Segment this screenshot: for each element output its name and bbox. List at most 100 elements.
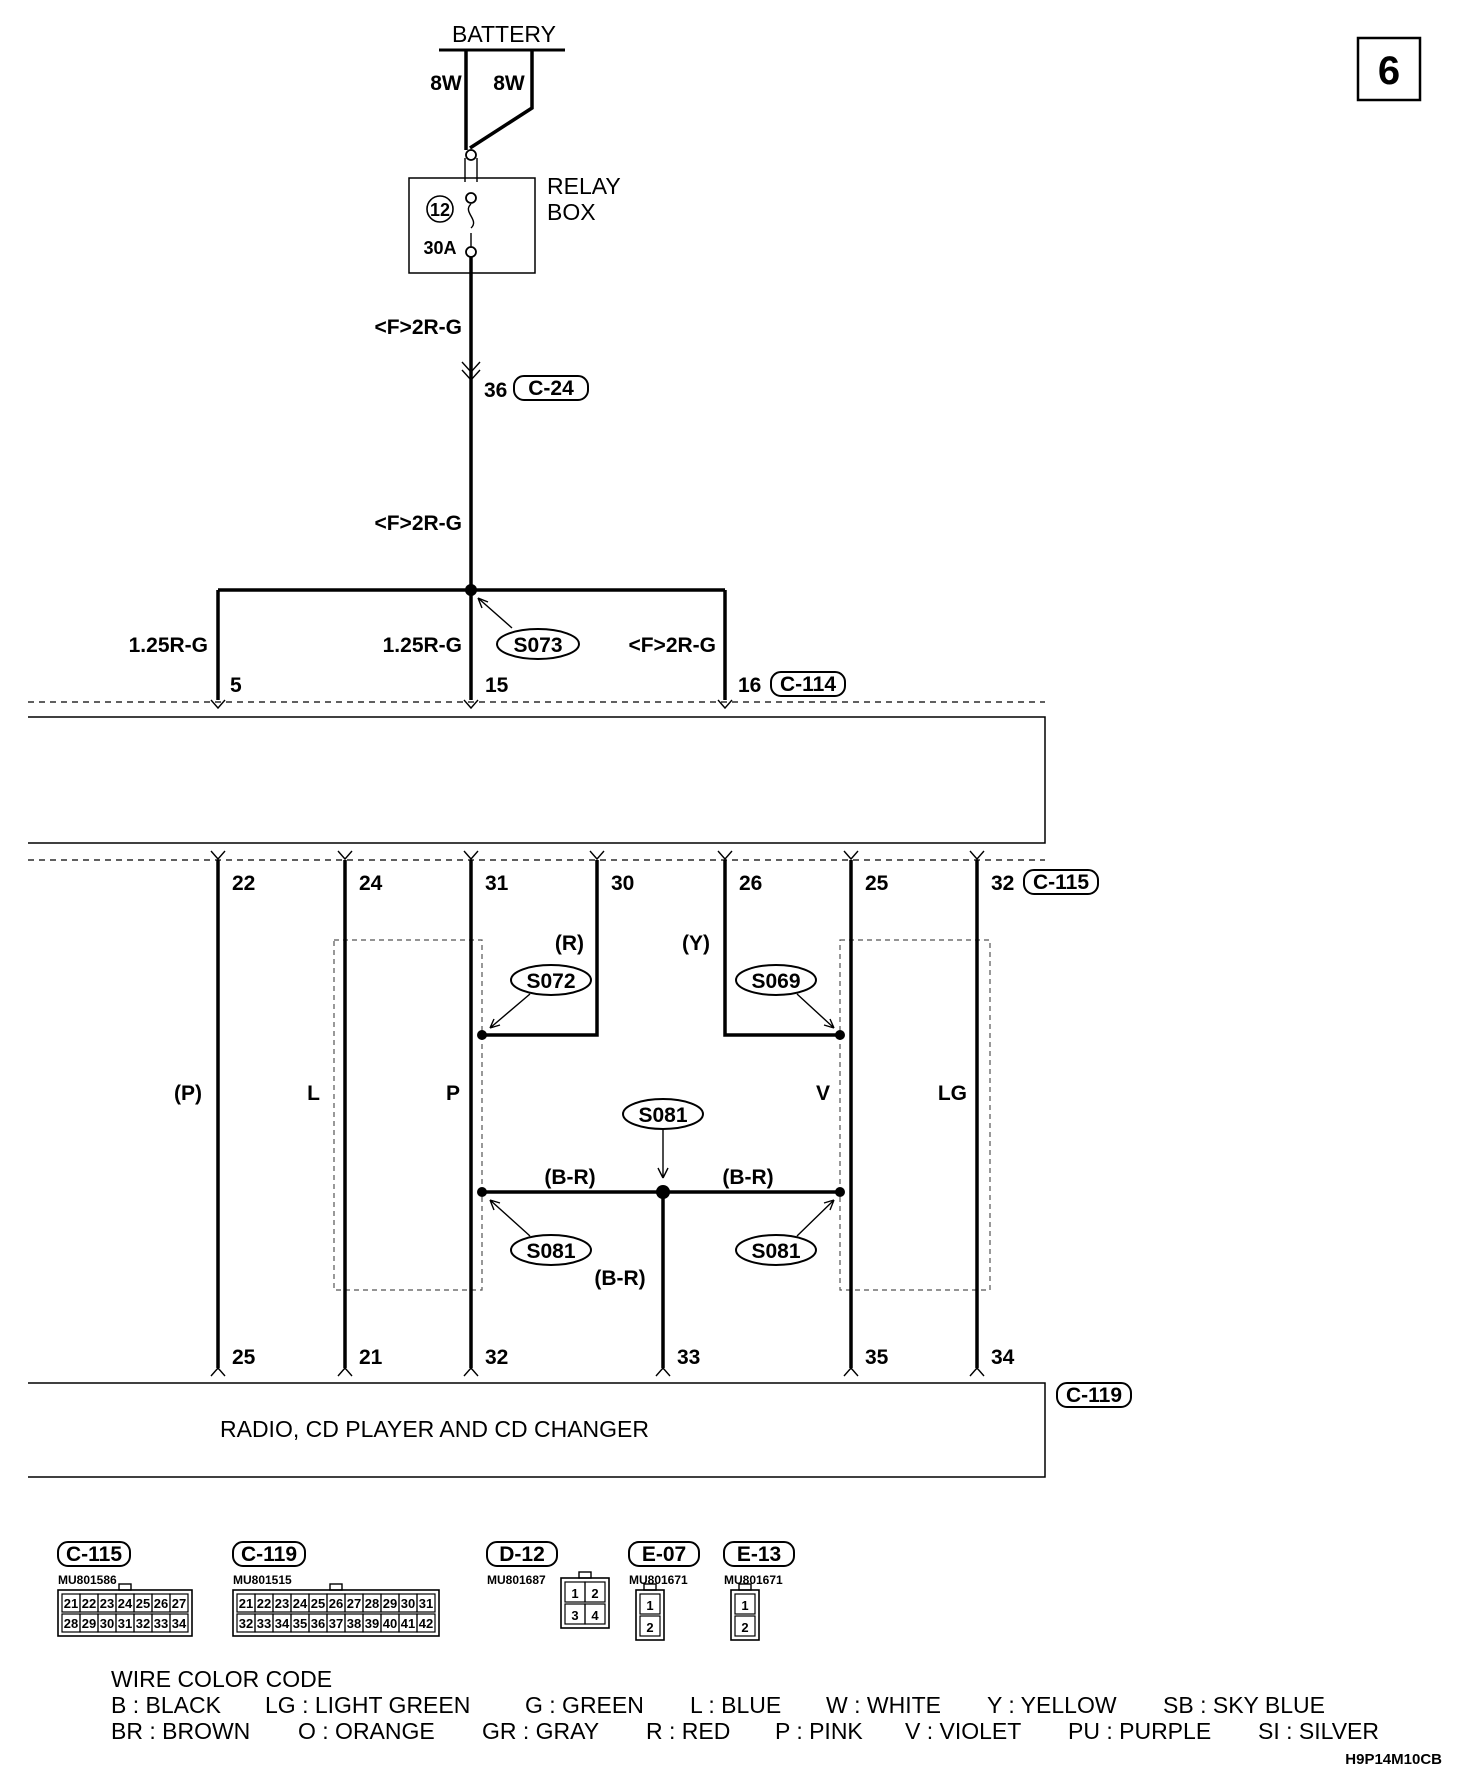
connector-pin-number: 24 <box>293 1596 308 1611</box>
connector-pin-number: 30 <box>401 1596 415 1611</box>
splice-s072: S072 <box>526 970 575 993</box>
connector-view-tag <box>486 1541 558 1567</box>
legend-line-2: BR : BROWN O : ORANGE GR : GRAY R : RED … <box>111 1718 1379 1744</box>
wire-30-drain <box>482 860 599 1037</box>
branch-right-label: <F>2R-G <box>628 634 716 657</box>
relay-box-label-1: RELAY <box>547 173 621 199</box>
connector-pin-number: 3 <box>571 1608 578 1623</box>
connector-pin-cell <box>584 1581 606 1603</box>
legend-violet: V : VIOLET <box>905 1718 1021 1744</box>
shield-left-bottom-dot <box>477 1187 487 1197</box>
connector-pin-number: 34 <box>172 1616 187 1631</box>
wire-26-color: (Y) <box>682 932 710 955</box>
legend-title: WIRE COLOR CODE <box>111 1666 332 1692</box>
connector-view-tag <box>628 1541 700 1567</box>
splice-s081-left: S081 <box>526 1240 575 1263</box>
c115-pin-25: 25 <box>865 872 889 895</box>
connector-pin-number: 30 <box>100 1616 114 1631</box>
connector-pin-number: 29 <box>383 1596 397 1611</box>
c114-terminal-symbols <box>210 699 733 710</box>
splice-s081-left-tag <box>510 1234 592 1266</box>
connector-pin-number: 32 <box>136 1616 150 1631</box>
legend-line-1: B : BLACK LG : LIGHT GREEN G : GREEN L :… <box>111 1692 1325 1718</box>
c115-pin-26: 26 <box>739 872 762 895</box>
connector-pin-number: 27 <box>347 1596 361 1611</box>
connector-pin-number: 22 <box>82 1596 96 1611</box>
c115-pin-24: 24 <box>359 872 383 895</box>
legend-sky-blue: SB : SKY BLUE <box>1163 1692 1325 1718</box>
page-number: 6 <box>1378 49 1400 93</box>
connector-pin-number: 24 <box>118 1596 133 1611</box>
legend-purple: PU : PURPLE <box>1068 1718 1211 1744</box>
connector-pin-number: 31 <box>118 1616 132 1631</box>
connector-pin-number: 1 <box>741 1598 748 1613</box>
c115-pin-30: 30 <box>611 872 634 895</box>
connector-pin-number: 23 <box>275 1596 289 1611</box>
connector-pin-number: 39 <box>365 1616 379 1631</box>
connector-pin-number: 28 <box>365 1596 379 1611</box>
legend-brown: BR : BROWN <box>111 1718 250 1744</box>
connector-view-part: MU801687 <box>487 1573 546 1587</box>
c24-pin: 36 <box>484 379 507 402</box>
connector-pin-number: 22 <box>257 1596 271 1611</box>
connector-pin-number: 21 <box>64 1596 78 1611</box>
c119-pin-34: 34 <box>991 1346 1015 1369</box>
c115-tag <box>1023 869 1099 895</box>
connector-pin-number: 25 <box>136 1596 150 1611</box>
shield-right-top-dot <box>835 1030 845 1040</box>
splice-s073-arrow <box>477 597 513 629</box>
connector-pin-number: 31 <box>419 1596 433 1611</box>
connector-view-id: D-12 <box>499 1543 545 1566</box>
connector-pin-number: 26 <box>329 1596 343 1611</box>
c24-tag <box>513 375 589 401</box>
legend-black: B : BLACK <box>111 1692 222 1718</box>
connector-view-id: E-07 <box>642 1543 686 1566</box>
connector-view-tag <box>232 1541 306 1567</box>
c119-pin-35: 35 <box>865 1346 889 1369</box>
connector-view-tag <box>57 1541 131 1567</box>
battery-wire-left-label: 8W <box>430 72 462 95</box>
c114-pin-16: 16 <box>738 674 761 697</box>
connector-pin-number: 35 <box>293 1616 307 1631</box>
connector-pin-cell <box>416 1593 436 1613</box>
shield-right-dashed <box>839 939 991 1291</box>
connector-pin-number: 40 <box>383 1616 397 1631</box>
connector-view-latch <box>578 1571 592 1579</box>
fuse-housing <box>464 158 478 182</box>
connector-pin-number: 21 <box>239 1596 253 1611</box>
connector-view-latch <box>118 1583 132 1591</box>
c114-pin-5: 5 <box>230 674 242 697</box>
c119-id: C-119 <box>1066 1384 1122 1407</box>
legend-orange: O : ORANGE <box>298 1718 435 1744</box>
legend-blue: L : BLUE <box>690 1692 781 1718</box>
fuse-terminal-mid <box>465 192 477 204</box>
connector-pin-number: 28 <box>64 1616 78 1631</box>
fuse-element <box>467 203 475 229</box>
connector-pin-cell <box>584 1603 606 1625</box>
feed-upper-label: <F>2R-G <box>374 316 462 339</box>
connector-pin-number: 41 <box>401 1616 415 1631</box>
connector-c24-symbol <box>461 361 481 382</box>
splice-s069-arrow <box>796 993 835 1029</box>
connector-view-part: MU801671 <box>629 1573 688 1587</box>
c119-terminals <box>210 1366 985 1377</box>
br-left-label: (B-R) <box>544 1166 595 1189</box>
c115-pin-22: 22 <box>232 872 255 895</box>
splice-s081-right: S081 <box>751 1240 800 1263</box>
fuse-terminal-top <box>465 149 477 161</box>
connector-pin-number: 1 <box>646 1598 653 1613</box>
page-number-box <box>1356 36 1422 102</box>
c119-pin-32: 32 <box>485 1346 508 1369</box>
shield-left-top-dot <box>477 1030 487 1040</box>
br-right-label: (B-R) <box>722 1166 773 1189</box>
c115-pin-32: 32 <box>991 872 1014 895</box>
splice-s073-tag <box>496 628 580 660</box>
c114-pin-15: 15 <box>485 674 509 697</box>
connector-view-latch <box>738 1583 752 1591</box>
battery-wire-right-label: 8W <box>493 72 525 95</box>
wire-30-color: (R) <box>555 932 584 955</box>
